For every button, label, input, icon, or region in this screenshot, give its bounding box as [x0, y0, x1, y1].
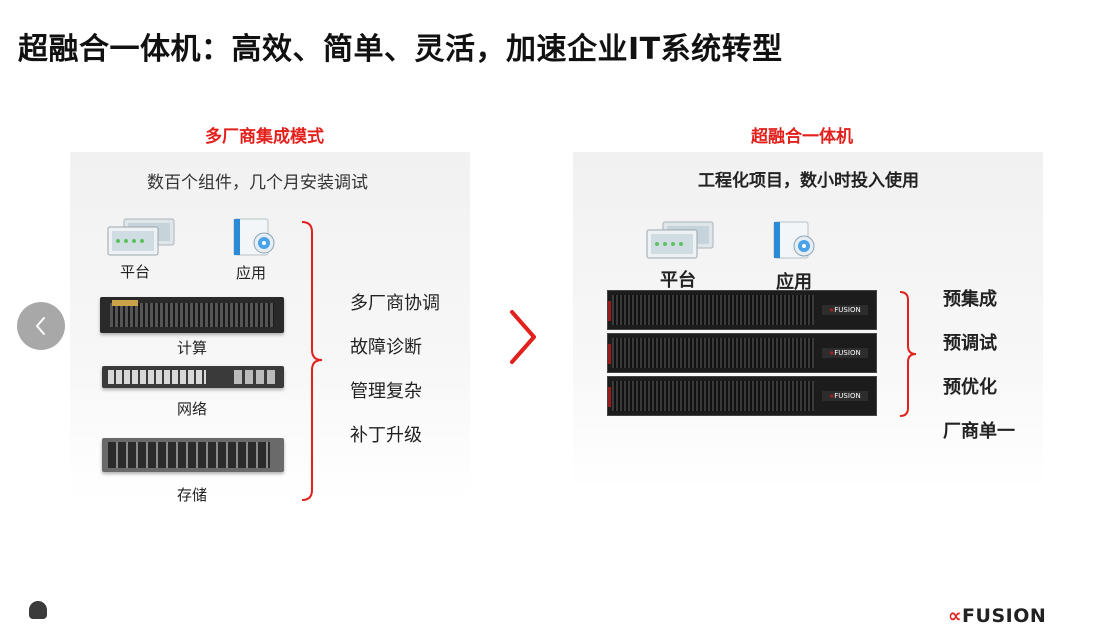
benefit-item: 预集成: [943, 289, 997, 310]
compute-label: 计算: [177, 339, 208, 357]
hyperconverged-node: ∝FUSION: [607, 333, 877, 373]
right-application-label: 应用: [776, 272, 812, 293]
left-heading: 多厂商集成模式: [205, 127, 324, 147]
hyperconverged-node: ∝FUSION: [607, 376, 877, 416]
issue-item: 多厂商协调: [350, 293, 440, 314]
rack-badge: ∝FUSION: [822, 348, 868, 358]
application-icon: [773, 221, 815, 259]
chevron-left-icon: [36, 317, 45, 335]
storage-array-image: [102, 438, 284, 472]
hyperconverged-node: ∝FUSION: [607, 290, 877, 330]
network-switch-image: [102, 366, 284, 388]
chevron-right-icon: [510, 310, 536, 364]
left-subtitle: 数百个组件，几个月安装调试: [147, 173, 368, 193]
right-heading: 超融合一体机: [751, 127, 853, 147]
issue-item: 管理复杂: [350, 381, 422, 402]
issue-item: 故障诊断: [350, 337, 422, 358]
network-label: 网络: [177, 400, 208, 418]
previous-slide-button[interactable]: [17, 302, 65, 350]
benefit-item: 厂商单一: [943, 421, 1015, 442]
right-brace: [899, 291, 917, 417]
brand-logo: ∝FUSION: [948, 605, 1047, 627]
platform-icon: [107, 218, 175, 256]
right-platform-label: 平台: [660, 270, 696, 291]
left-application-label: 应用: [236, 264, 267, 282]
decorative-dot: [29, 601, 47, 619]
left-brace: [301, 221, 323, 501]
rack-badge: ∝FUSION: [822, 391, 868, 401]
issue-item: 补丁升级: [350, 425, 422, 446]
slide-title: 超融合一体机：高效、简单、灵活，加速企业IT系统转型: [18, 32, 783, 67]
benefit-item: 预调试: [943, 333, 997, 354]
application-icon: [233, 218, 275, 256]
left-platform-label: 平台: [120, 263, 151, 281]
right-subtitle: 工程化项目，数小时投入使用: [698, 171, 919, 191]
compute-server-image: [100, 297, 284, 333]
rack-badge: ∝FUSION: [822, 305, 868, 315]
platform-icon: [646, 221, 714, 259]
storage-label: 存储: [177, 486, 208, 504]
benefit-item: 预优化: [943, 377, 997, 398]
